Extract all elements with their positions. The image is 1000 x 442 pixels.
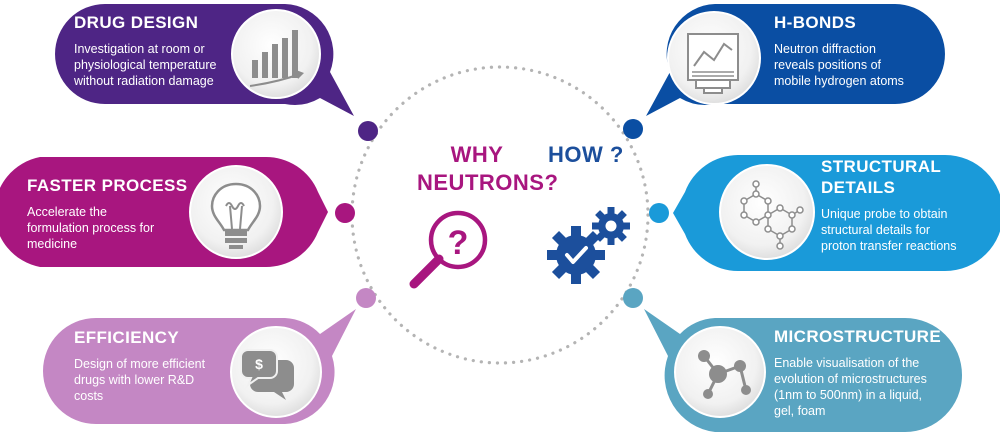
svg-text:?: ? — [448, 224, 469, 262]
money-chat-icon: $ — [230, 326, 322, 418]
h-bonds-connector-dot — [623, 119, 643, 139]
efficiency-connector-dot — [356, 288, 376, 308]
h-bonds-title: H-BONDS — [774, 13, 857, 32]
microstructure-card: MICROSTRUCTURE Enable visualisation of t… — [774, 326, 964, 419]
drug-design-connector-dot — [358, 121, 378, 141]
microstructure-connector-dot — [623, 288, 643, 308]
drug-design-text: Investigation at room or physiological t… — [74, 42, 217, 88]
efficiency-card: EFFICIENCY Design of more efficient drug… — [74, 327, 244, 404]
why-neutrons-heading: WHY NEUTRONS? — [417, 141, 559, 197]
structural-details-text: Unique probe to obtain structural detail… — [821, 207, 957, 253]
document-chart-icon — [667, 11, 761, 105]
structural-details-title: STRUCTURAL DETAILS — [821, 157, 942, 197]
microstructure-text: Enable visualisation of the evolution of… — [774, 356, 927, 418]
bar-chart-icon — [231, 9, 321, 99]
efficiency-text: Design of more efficient drugs with lowe… — [74, 357, 206, 403]
magnifier-question-icon: ? — [409, 210, 488, 289]
structural-details-card: STRUCTURAL DETAILS Unique probe to obtai… — [821, 156, 996, 254]
faster-process-connector-dot — [335, 203, 355, 223]
molecule-hexagon-icon — [719, 164, 815, 260]
efficiency-title: EFFICIENCY — [74, 328, 180, 347]
h-bonds-card: H-BONDS Neutron diffraction reveals posi… — [774, 12, 944, 89]
h-bonds-text: Neutron diffraction reveals positions of… — [774, 42, 904, 88]
neutrons-line: NEUTRONS? — [417, 170, 559, 195]
center-dotted-ring — [350, 65, 650, 365]
why-line: WHY — [450, 142, 504, 167]
faster-process-title: FASTER PROCESS — [27, 176, 188, 195]
faster-process-text: Accelerate the formulation process for m… — [27, 205, 155, 251]
molecule-node-icon — [674, 326, 766, 418]
svg-text:$: $ — [255, 356, 263, 372]
lightbulb-icon — [189, 165, 283, 259]
faster-process-card: FASTER PROCESS Accelerate the formulatio… — [27, 175, 197, 252]
microstructure-title: MICROSTRUCTURE — [774, 327, 942, 346]
drug-design-title: DRUG DESIGN — [74, 13, 199, 32]
structural-connector-dot — [649, 203, 669, 223]
how-heading: HOW ? — [548, 142, 624, 167]
gears-icon — [547, 207, 630, 284]
drug-design-card: DRUG DESIGN Investigation at room or phy… — [74, 12, 264, 89]
